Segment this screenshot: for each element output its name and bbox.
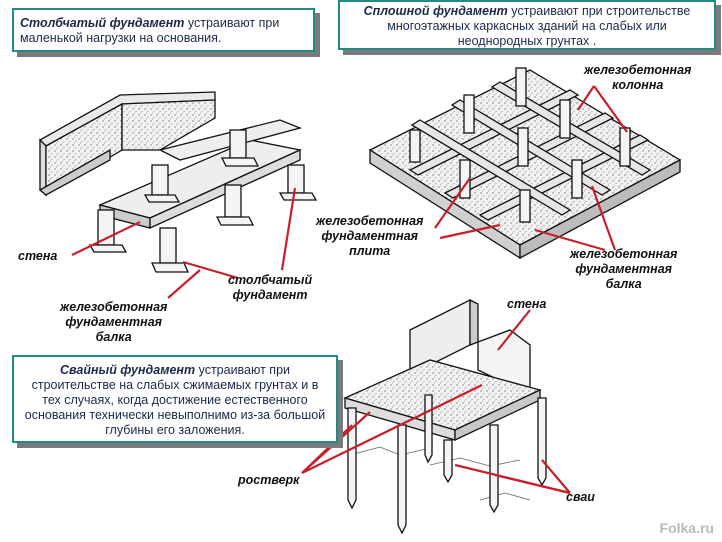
column-foundation-text: устраивают при маленькой нагрузки на осн… [20,16,280,45]
label-rc-slab-line3: плита [349,244,391,258]
label-column-foundation-line2: фундамент [232,288,308,302]
pile-foundation-title: Свайный фундамент [59,363,196,377]
column-foundation-drawing [38,91,318,273]
pointer-lines [71,85,628,495]
slab-foundation-title: Сплошной фундамент [363,4,508,18]
slab-foundation-drawing [368,67,682,260]
label-piles: сваи [566,490,595,504]
label-rc-slab-line2: фундаментная [321,229,419,243]
label-rc-column-line1: железобетонная [584,63,692,77]
watermark: Folka.ru [659,520,714,536]
pile-foundation-drawing [343,298,547,535]
slab-foundation-card: Сплошной фундамент устраивают при строит… [338,0,716,50]
label-rc-column: железобетонная колонна [584,63,691,93]
label-rc-slab-line1: железобетонная [316,214,424,228]
label-beam-right-line2: фундаментная [575,262,673,276]
slab-foundation-text: устраивают при строительстве многоэтажны… [387,4,691,48]
label-column-foundation-line1: столбчатый [228,273,313,287]
label-beam-right-line3: балка [605,277,642,291]
pile-foundation-card: Свайный фундамент устраивают при строите… [12,355,338,443]
label-rc-slab: железобетонная фундаментная плита [316,214,423,259]
label-beam-right: железобетонная фундаментная балка [570,247,677,292]
label-beam-left-line1: железобетонная [60,300,168,314]
label-column-foundation: столбчатый фундамент [228,273,312,303]
label-wall-right: стена [507,297,547,311]
label-beam-right-line1: железобетонная [570,247,678,261]
pile-foundation-text: устраивают при строительстве на слабых с… [24,363,326,437]
label-grillage: ростверк [238,473,300,487]
label-wall-left: стена [18,249,58,263]
label-rc-column-line2: колонна [612,78,664,92]
label-beam-left-line2: фундаментная [65,315,163,329]
column-foundation-title: Столбчатый фундамент [20,16,185,30]
label-beam-left-line3: балка [95,330,132,344]
label-beam-left: железобетонная фундаментная балка [60,300,167,345]
column-foundation-card: Столбчатый фундамент устраивают при мале… [12,8,315,52]
